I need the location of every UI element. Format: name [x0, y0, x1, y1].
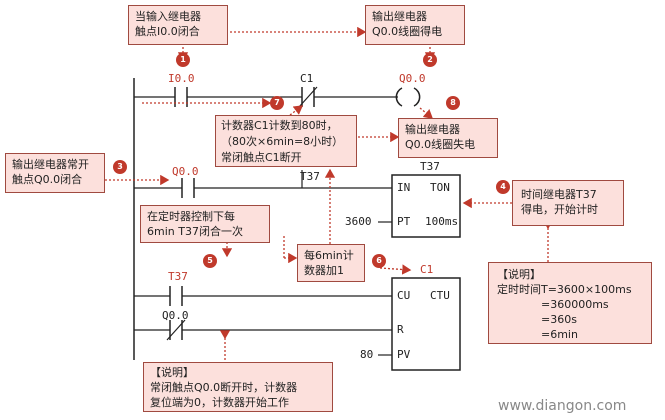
note-line: 触点Q0.0闭合	[12, 173, 83, 186]
step-badge-8: 8	[446, 96, 460, 110]
label-counter-r: R	[397, 323, 404, 336]
label-contact-c1: C1	[300, 72, 314, 85]
note-line: （80次×6min=8小时）	[221, 135, 344, 148]
label-contact-q00-no: Q0.0	[172, 165, 199, 178]
contact-i00-symbol	[174, 87, 188, 107]
note-line: Q0.0线圈得电	[372, 25, 443, 38]
step-badge-1: 1	[176, 53, 190, 67]
label-timer-pt: PT	[397, 215, 411, 228]
note-line: Q0.0线圈失电	[405, 138, 476, 151]
label-contact-i00: I0.0	[168, 72, 195, 85]
note-timer-energized: 时间继电器T37 得电，开始计时	[512, 180, 624, 226]
note-line: 计数器C1计数到80时，	[221, 119, 338, 132]
note-counter-reaches-80: 计数器C1计数到80时， （80次×6min=8小时） 常闭触点C1断开	[215, 115, 357, 167]
step-badge-7: 7	[270, 96, 284, 110]
label-timer-preset: 3600	[345, 215, 372, 228]
label-contact-t37-upper: T37	[300, 170, 320, 183]
contact-t37-lower-symbol	[169, 286, 183, 306]
label-counter-pv: PV	[397, 348, 411, 361]
note-line: 定时时间T=3600×100ms	[497, 283, 632, 296]
label-counter-cu: CU	[397, 289, 411, 302]
label-counter-preset: 80	[360, 348, 374, 361]
note-counter-reset-explanation: 【说明】 常闭触点Q0.0断开时，计数器 复位端为0，计数器开始工作	[143, 362, 333, 412]
note-line: 时间继电器T37	[521, 188, 597, 201]
note-input-contact-closed: 当输入继电器 触点I0.0闭合	[128, 5, 228, 45]
watermark: www.diangon.com	[498, 398, 627, 414]
note-line: 数器加1	[304, 264, 344, 277]
note-line: 每6min计	[304, 249, 354, 262]
note-line: 复位端为0，计数器开始工作	[150, 396, 289, 409]
note-line: =6min	[497, 328, 578, 341]
coil-q00-symbol	[395, 87, 421, 107]
note-timer-explanation: 【说明】 定时时间T=3600×100ms =360000ms =360s =6…	[488, 262, 652, 344]
note-line: 当输入继电器	[135, 10, 201, 23]
label-timer-in: IN	[397, 181, 411, 194]
step-badge-5: 5	[203, 254, 217, 268]
label-contact-t37-lower: T37	[168, 270, 188, 283]
step-badge-4: 4	[496, 180, 510, 194]
note-line: 触点I0.0闭合	[135, 25, 200, 38]
label-timer-base: 100ms	[425, 215, 459, 228]
label-counter-type: CTU	[430, 289, 450, 302]
timer-t37-block	[391, 174, 461, 238]
label-counter-name: C1	[420, 263, 434, 276]
label-contact-q00-nc: Q0.0	[162, 309, 189, 322]
label-timer-type: TON	[430, 181, 450, 194]
label-timer-name: T37	[420, 160, 440, 173]
note-output-coil-energized: 输出继电器 Q0.0线圈得电	[365, 5, 465, 45]
note-line: 常闭触点Q0.0断开时，计数器	[150, 381, 298, 394]
note-line: 常闭触点C1断开	[221, 151, 302, 164]
step-badge-2: 2	[423, 53, 437, 67]
label-coil-q00: Q0.0	[399, 72, 426, 85]
note-t37-closes-periodically: 在定时器控制下每 6min T37闭合一次	[140, 205, 270, 243]
note-line: =360000ms	[497, 298, 609, 311]
note-counter-increment: 每6min计 数器加1	[297, 244, 365, 282]
note-line: 【说明】	[150, 366, 194, 379]
note-line: 在定时器控制下每	[147, 210, 235, 223]
note-line: 输出继电器	[405, 123, 460, 136]
note-line: =360s	[497, 313, 577, 326]
note-line: 【说明】	[497, 268, 541, 281]
counter-c1-block	[391, 277, 461, 371]
step-badge-3: 3	[113, 160, 127, 174]
note-output-no-contact-closed: 输出继电器常开 触点Q0.0闭合	[5, 153, 105, 193]
note-line: 输出继电器	[372, 10, 427, 23]
note-line: 6min T37闭合一次	[147, 225, 243, 238]
step-badge-6: 6	[372, 254, 386, 268]
note-line: 得电，开始计时	[521, 203, 598, 216]
contact-q00-no-symbol	[181, 178, 195, 198]
note-output-coil-deenergized: 输出继电器 Q0.0线圈失电	[398, 118, 498, 158]
note-line: 输出继电器常开	[12, 158, 89, 171]
